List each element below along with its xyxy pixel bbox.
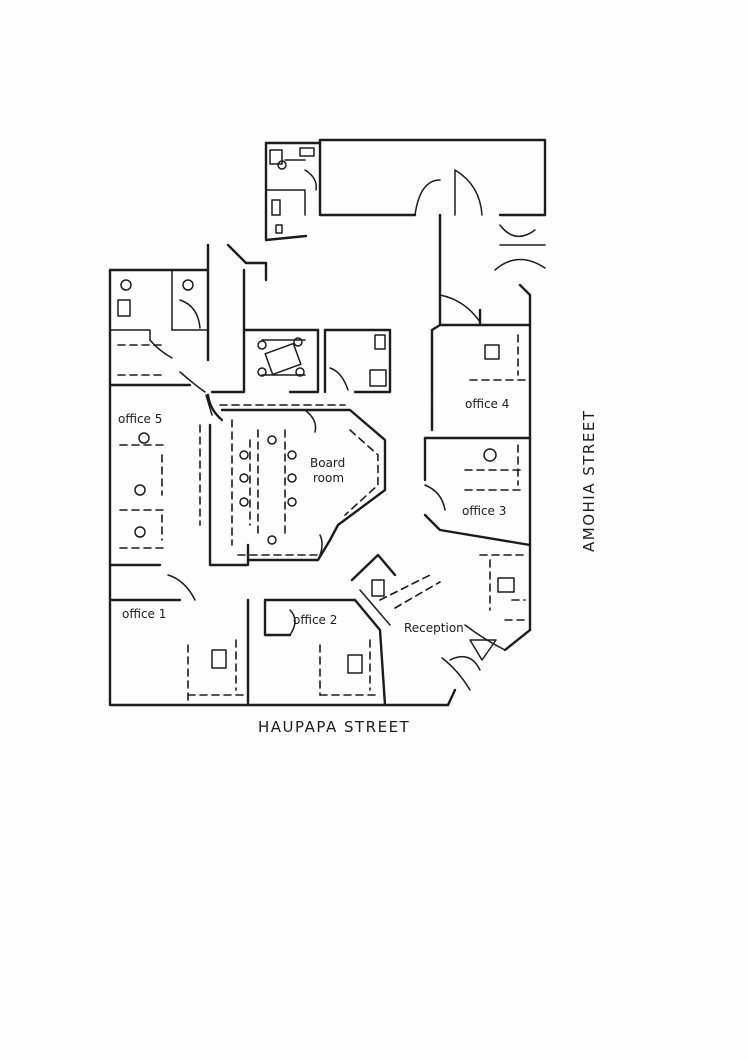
office-5 xyxy=(108,432,166,567)
toilet-block-top xyxy=(265,147,318,234)
kitchen-area xyxy=(179,268,320,394)
label-office-1: office 1 xyxy=(122,607,166,621)
toilet-block-left xyxy=(108,269,209,387)
office-1 xyxy=(108,574,250,707)
street-label-south: HAUPAPA STREET xyxy=(258,718,410,736)
street-label-east: AMOHIA STREET xyxy=(580,410,598,552)
label-board-room: Board xyxy=(310,456,345,470)
board-room xyxy=(199,393,387,567)
office-4 xyxy=(430,294,532,432)
reception xyxy=(350,553,529,691)
label-office-3: office 3 xyxy=(462,504,506,518)
corridor-doors xyxy=(205,169,546,416)
label-reception: Reception xyxy=(404,621,464,635)
label-office-2: office 2 xyxy=(293,613,337,627)
label-office-5: office 5 xyxy=(118,412,162,426)
office-2 xyxy=(263,598,387,707)
office-3 xyxy=(423,436,532,547)
store-room xyxy=(323,328,392,394)
label-board-room-2: room xyxy=(313,471,344,485)
label-office-4: office 4 xyxy=(465,397,509,411)
outer-walls xyxy=(108,138,547,707)
